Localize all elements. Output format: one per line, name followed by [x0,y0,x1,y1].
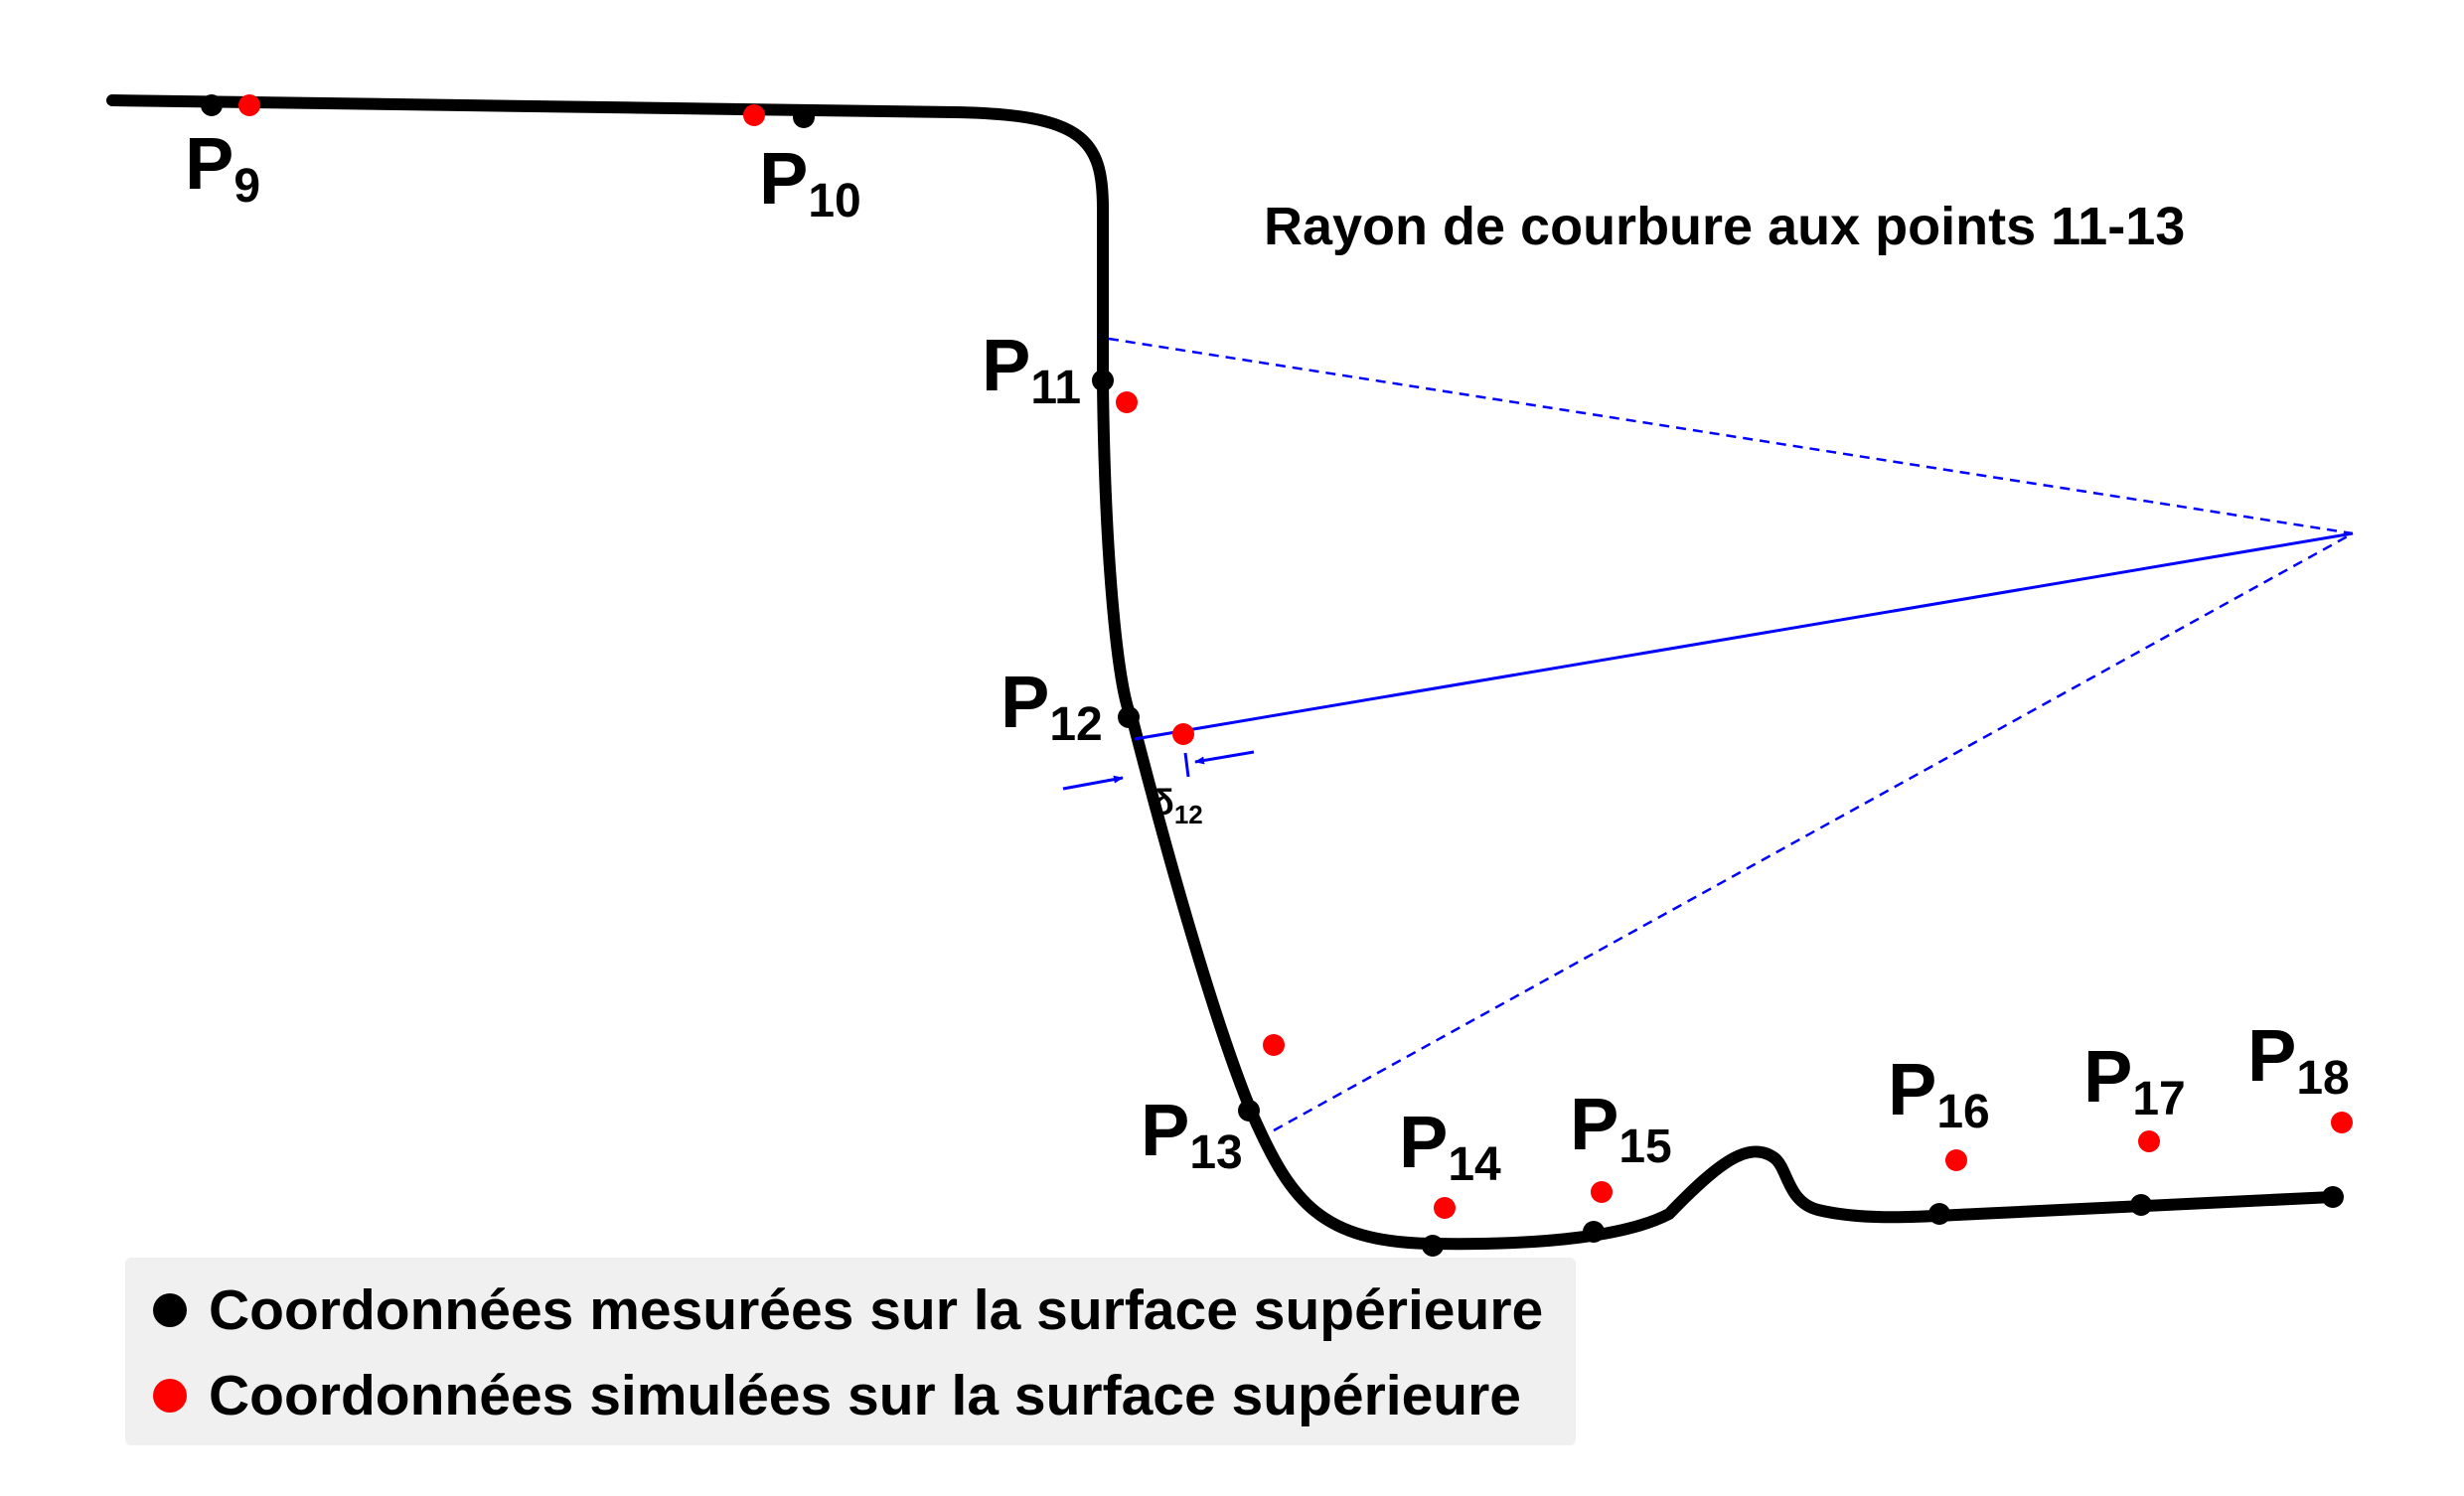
simulated-point-p10 [743,104,765,126]
simulated-point-p9 [238,94,260,116]
legend-item-measured: Coordonnées mesurées sur la surface supé… [153,1277,1543,1343]
label-delta-12: δ12 [1153,782,1203,829]
simulated-points [238,94,2353,1219]
radius-line-p13 [1273,531,2354,1132]
label-p11: P11 [982,324,1081,414]
label-p17: P17 [2083,1035,2186,1125]
measured-point-p14 [1422,1235,1444,1257]
label-p13: P13 [1141,1089,1243,1179]
simulated-point-p12 [1172,723,1194,745]
legend: Coordonnées mesurées sur la surface supé… [125,1258,1576,1445]
label-p16: P16 [1888,1048,1990,1138]
simulated-point-p14 [1434,1197,1456,1219]
diagram-title: Rayon de courbure aux points 11-13 [1264,197,2185,256]
legend-measured-label: Coordonnées mesurées sur la surface supé… [209,1278,1544,1342]
label-p15: P15 [1570,1083,1672,1173]
label-p18: P18 [2247,1014,2350,1105]
delta-arrow-right [1194,750,1255,765]
curvature-construction [1062,337,2354,1132]
simulated-point-p13 [1263,1034,1285,1056]
measured-point-p13 [1238,1100,1260,1122]
measured-point-p17 [2130,1194,2152,1216]
simulated-point-p17 [2138,1130,2160,1152]
radius-line-p11 [1108,337,2354,535]
measured-point-p18 [2322,1186,2344,1208]
measured-point-p11 [1092,370,1114,391]
legend-item-simulated: Coordonnées simulées sur la surface supé… [153,1363,1521,1428]
label-p9: P9 [185,122,260,213]
label-p12: P12 [1001,661,1103,751]
measured-point-p15 [1583,1221,1605,1243]
simulated-point-p18 [2331,1112,2353,1133]
simulated-point-p16 [1945,1149,1967,1171]
delta-arrow-left [1062,775,1124,791]
measured-point-p16 [1928,1203,1950,1225]
label-p10: P10 [759,137,861,227]
measured-points [201,94,2344,1257]
measured-surface-profile [106,94,2339,1251]
simulated-marker-icon [153,1379,187,1413]
delta-tick [1183,752,1190,778]
point-labels: P9 P10 P11 P12 P13 P14 P15 P16 P17 P18 δ… [185,122,2350,1191]
measured-marker-icon [153,1293,187,1327]
label-p14: P14 [1399,1101,1501,1191]
radius-line-p12 [1134,531,2354,741]
simulated-point-p15 [1591,1181,1613,1203]
measured-point-p12 [1118,706,1140,728]
legend-simulated-label: Coordonnées simulées sur la surface supé… [209,1364,1521,1427]
measured-point-p9 [201,94,223,116]
simulated-point-p11 [1116,391,1138,413]
measured-point-p10 [793,106,815,128]
